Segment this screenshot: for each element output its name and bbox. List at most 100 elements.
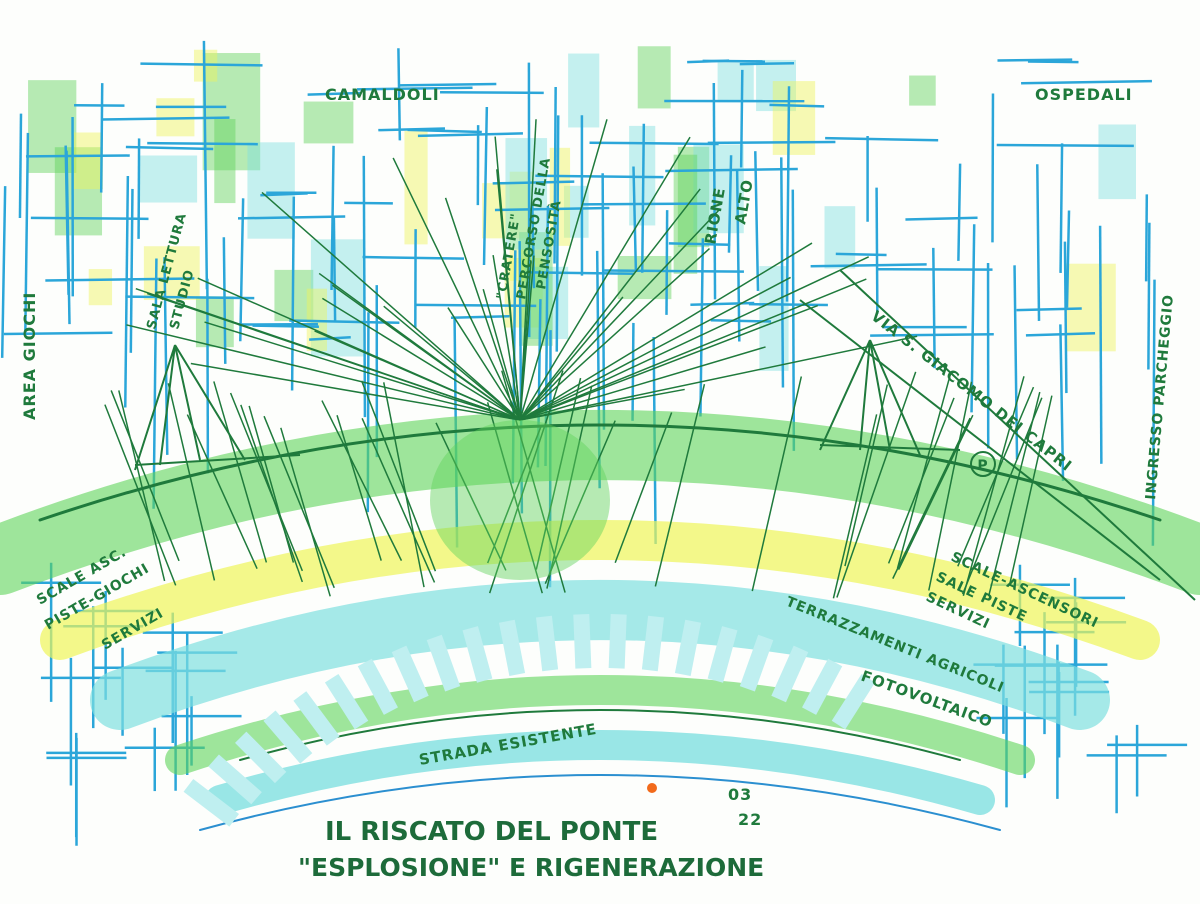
terrace-stroke	[248, 405, 295, 563]
crater-ray	[494, 136, 521, 421]
pv-panel	[183, 779, 240, 827]
pv-panel	[235, 731, 287, 784]
terrace-stroke	[229, 392, 304, 572]
building-line	[932, 247, 936, 369]
pv-panel	[391, 645, 429, 703]
building-line	[1059, 324, 1065, 481]
pv-panel	[208, 754, 262, 805]
building-line	[870, 332, 994, 337]
building-line	[535, 174, 664, 179]
road-via-san-giacomo	[799, 269, 1196, 601]
crater-ray	[519, 119, 608, 421]
pv-panel	[263, 710, 313, 764]
terrace-stroke	[928, 381, 973, 591]
marker-wash	[143, 246, 200, 301]
building-line	[202, 40, 209, 290]
terrace-stroke	[167, 383, 216, 581]
building-line	[835, 252, 887, 257]
title-line-2: "ESPLOSIONE" E RIGENERAZIONE	[298, 853, 764, 882]
building-line	[397, 48, 402, 141]
terrace-stroke	[897, 414, 974, 571]
title-line-1: IL RISCATO DEL PONTE	[325, 817, 658, 847]
building-line	[631, 322, 635, 421]
building-line	[417, 132, 523, 138]
building-line	[147, 141, 258, 146]
terrace-stroke	[836, 371, 917, 598]
building-line	[1151, 279, 1156, 546]
building-line	[690, 301, 755, 306]
building-line	[362, 255, 465, 260]
building-line	[1059, 143, 1064, 273]
building-line	[3, 331, 113, 336]
marker-wash	[505, 138, 548, 250]
label-ospedali: OSPEDALI	[1035, 85, 1133, 104]
building-line	[1065, 210, 1071, 308]
building-line	[101, 116, 230, 121]
building-line	[531, 204, 536, 289]
crater-ray	[519, 188, 701, 421]
marker-wash	[772, 81, 816, 155]
building-line	[64, 145, 70, 295]
building-line	[222, 237, 227, 364]
pv-panel	[707, 626, 738, 683]
terrace-stroke	[654, 384, 706, 587]
terrace-stroke	[832, 414, 878, 599]
pv-panel	[499, 619, 526, 677]
terrace-stroke	[104, 404, 177, 586]
marker-wash	[247, 142, 295, 239]
building-line	[25, 154, 130, 158]
crater-wash	[430, 420, 610, 580]
building-line	[1021, 79, 1152, 85]
crater-rays	[104, 119, 1053, 599]
building-line	[309, 335, 351, 341]
terrace-stroke	[544, 420, 616, 585]
crater-ray	[190, 362, 521, 421]
building-line	[30, 216, 149, 221]
crater-ray	[204, 321, 521, 421]
terrace-stroke	[435, 422, 507, 571]
building-line	[129, 188, 134, 353]
marker-wash	[673, 154, 698, 274]
terrace-stroke	[892, 417, 971, 579]
terrace-stroke	[614, 412, 673, 563]
terrace-stroke	[213, 381, 268, 563]
crater-ray	[197, 277, 521, 421]
building-line	[344, 201, 393, 205]
building-line	[707, 140, 836, 145]
building-line	[810, 263, 927, 268]
date-year: 22	[738, 810, 762, 829]
building-line	[260, 192, 308, 197]
building-line	[699, 238, 705, 417]
marker-wash	[617, 255, 672, 300]
crater-ray	[135, 287, 521, 421]
building-line	[581, 202, 706, 206]
building-line	[957, 163, 962, 261]
building-line	[1147, 222, 1151, 370]
marker-wash	[303, 101, 354, 144]
building-line	[378, 127, 446, 132]
parking-label: P	[977, 458, 988, 474]
building-line	[735, 169, 741, 342]
building-line	[996, 143, 1134, 148]
marker-wash	[54, 147, 103, 236]
crater-ray	[261, 191, 521, 421]
terrace-stroke	[361, 418, 436, 583]
terrace-stroke	[263, 415, 335, 589]
building-line	[702, 59, 766, 63]
crater-ray	[519, 256, 870, 421]
crater-ray	[482, 288, 521, 421]
pv-panel	[641, 615, 665, 672]
terrace-stroke	[488, 370, 564, 594]
pv-panel	[771, 645, 809, 703]
building-line	[589, 141, 719, 146]
terrace-stroke	[360, 380, 437, 572]
marker-wash	[73, 132, 103, 190]
terrace-stroke	[751, 376, 803, 592]
marker-wash	[824, 206, 856, 269]
building-line	[1144, 194, 1149, 282]
terrace-stroke	[486, 402, 543, 594]
crater-ray	[492, 254, 521, 421]
terrace-stroke	[962, 376, 1025, 597]
building-line	[825, 136, 939, 142]
